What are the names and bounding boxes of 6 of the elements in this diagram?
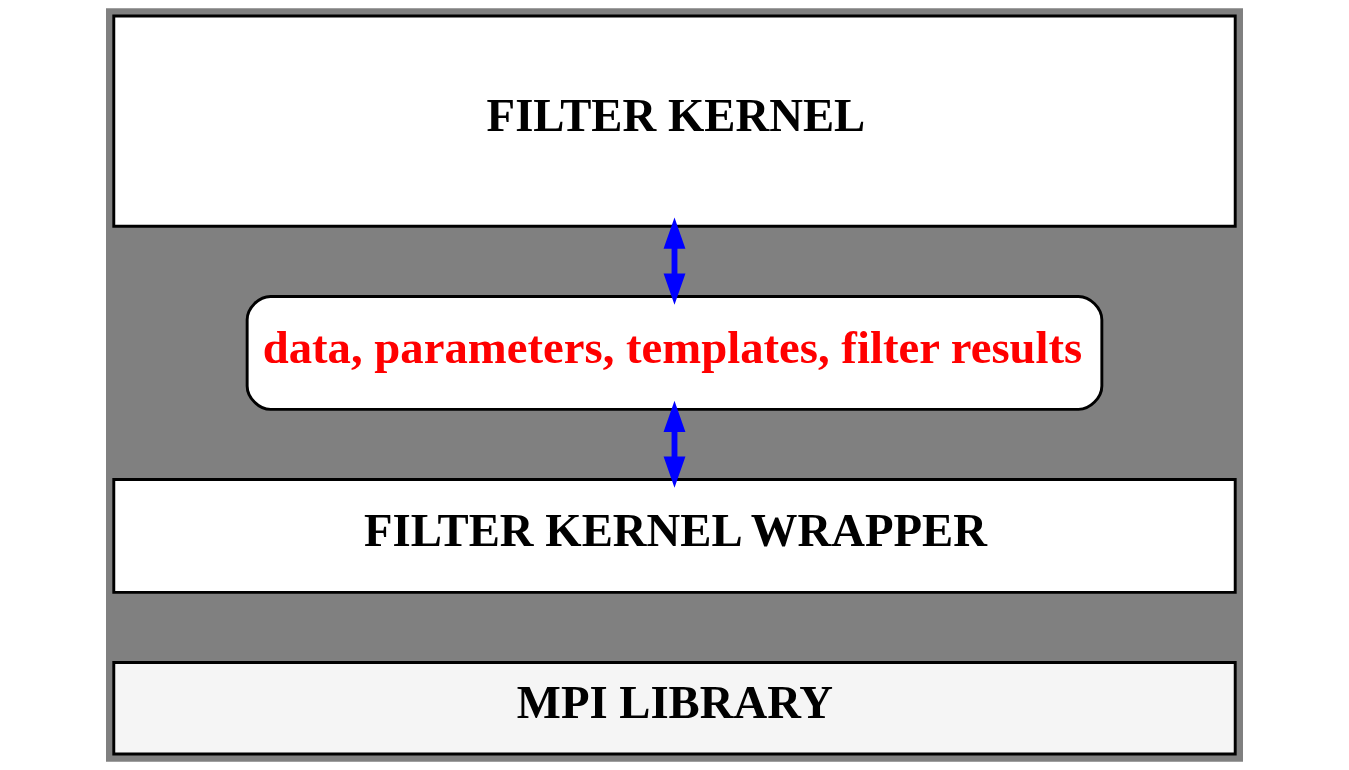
node-box: MPI LIBRARY bbox=[112, 661, 1237, 756]
arrow bbox=[663, 217, 686, 305]
arrow bbox=[663, 400, 686, 488]
node-box: data, parameters, templates, filter results bbox=[245, 294, 1104, 411]
node-box: FILTER KERNEL bbox=[112, 14, 1237, 228]
node-box: FILTER KERNEL WRAPPER bbox=[112, 477, 1237, 594]
